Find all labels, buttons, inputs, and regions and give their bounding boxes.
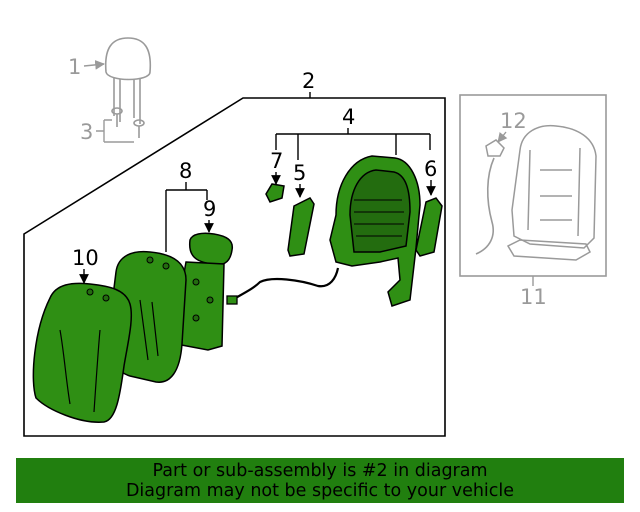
callout-11: 11 <box>520 285 547 309</box>
part-10-cover <box>32 282 133 423</box>
wire-connector <box>226 295 238 305</box>
info-banner: Part or sub-assembly is #2 in diagram Di… <box>16 458 624 503</box>
callout-4-bracket <box>275 128 431 160</box>
wire-harness <box>231 267 340 301</box>
callout-10: 10 <box>72 246 99 270</box>
headrest-guides-part-3 <box>111 107 145 138</box>
headrest-part-1 <box>104 37 152 124</box>
callout-7: 7 <box>270 149 283 173</box>
parts-diagram: 1 3 2 4 7 5 6 8 9 10 <box>23 37 607 437</box>
banner-line-2: Diagram may not be specific to your vehi… <box>125 480 515 501</box>
part-11-outline <box>459 94 607 277</box>
callout-1-leader <box>83 60 105 70</box>
callout-4: 4 <box>342 105 355 129</box>
part-12-sensor <box>485 139 505 157</box>
callout-3: 3 <box>80 120 93 144</box>
part-6-bracket <box>415 197 443 257</box>
callout-2: 2 <box>302 69 315 93</box>
callout-12: 12 <box>500 109 527 133</box>
part-5-airbag <box>287 197 315 257</box>
callout-3-leader <box>96 119 134 143</box>
callout-8: 8 <box>179 159 192 183</box>
part-11-seat <box>506 124 597 261</box>
callout-12-leader <box>497 131 508 143</box>
callout-1: 1 <box>68 55 81 79</box>
callout-9: 9 <box>203 197 216 221</box>
callout-8-bracket <box>165 182 208 252</box>
part-12-wire <box>475 157 495 255</box>
callout-6: 6 <box>424 157 437 181</box>
assembly-2-outline <box>23 97 446 437</box>
callout-5: 5 <box>293 161 306 185</box>
part-7-module <box>265 183 285 203</box>
seat-frame <box>329 155 421 307</box>
banner-line-1: Part or sub-assembly is #2 in diagram <box>152 460 488 481</box>
part-9-panel <box>188 232 234 266</box>
